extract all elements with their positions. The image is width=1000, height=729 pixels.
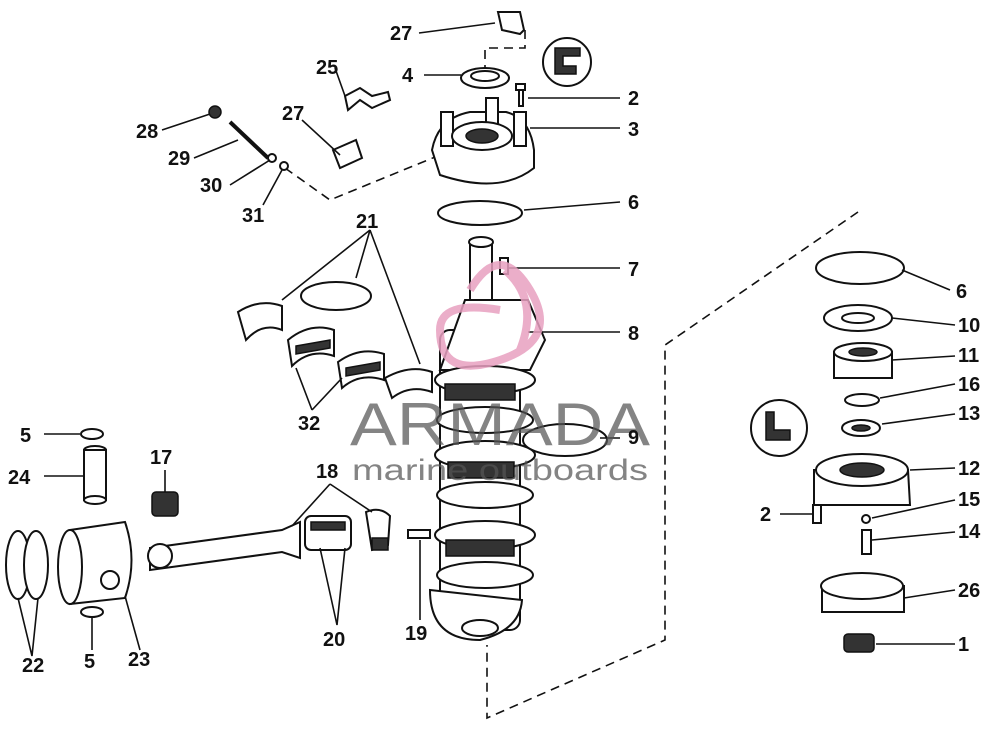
callout-26: 26 xyxy=(958,580,980,602)
washer-15 xyxy=(861,514,871,524)
piston-23 xyxy=(57,520,133,606)
callout-6-top: 6 xyxy=(628,192,639,214)
callout-14: 14 xyxy=(958,521,981,543)
screw-14 xyxy=(861,529,872,555)
callout-2-top: 2 xyxy=(628,88,639,110)
needle-bearing-32-right xyxy=(336,350,385,390)
callout-7: 7 xyxy=(628,259,639,281)
washer-31 xyxy=(279,161,289,171)
o-ring-9 xyxy=(522,423,608,457)
clip-25 xyxy=(343,86,392,112)
retaining-ring-5-bottom xyxy=(80,606,104,618)
callout-15: 15 xyxy=(958,489,980,511)
callout-29: 29 xyxy=(168,148,190,170)
screw-29 xyxy=(228,120,270,160)
callout-25: 25 xyxy=(316,57,338,79)
bracket-27 xyxy=(331,138,364,170)
callout-27: 27 xyxy=(282,103,304,125)
snap-ring-callout-icon xyxy=(542,37,592,87)
callout-2-right: 2 xyxy=(760,504,771,526)
callout-23: 23 xyxy=(128,649,150,671)
callout-28: 28 xyxy=(136,121,158,143)
watermark-tagline: marine outboards xyxy=(352,454,648,487)
clip-27-top xyxy=(496,11,526,36)
flywheel-hub-26 xyxy=(820,572,905,613)
bearing-11 xyxy=(833,342,893,379)
bearing-half-21-left xyxy=(236,302,283,343)
screw-19 xyxy=(407,529,431,539)
callout-18: 18 xyxy=(316,461,338,483)
callout-10: 10 xyxy=(958,315,980,337)
needle-bearing-17 xyxy=(151,491,179,517)
callout-labels: 27 4 25 2 27 3 28 29 30 31 6 21 7 6 10 8… xyxy=(8,23,981,677)
watermark: ARMADA marine outboards xyxy=(350,261,650,487)
callout-22: 22 xyxy=(22,655,44,677)
needle-bearing-32-left xyxy=(286,326,335,369)
seal-4 xyxy=(460,67,510,89)
seal-13 xyxy=(841,419,881,437)
connecting-rod-18 xyxy=(147,508,392,572)
callout-27-top: 27 xyxy=(390,23,412,45)
callout-9: 9 xyxy=(628,427,639,449)
grommet-28 xyxy=(208,105,222,119)
callout-31: 31 xyxy=(242,205,264,227)
callout-17: 17 xyxy=(150,447,172,469)
callout-32: 32 xyxy=(298,413,320,435)
callout-20: 20 xyxy=(323,629,345,651)
crankshaft-8 xyxy=(428,236,547,642)
callout-16: 16 xyxy=(958,374,980,396)
plate-10 xyxy=(823,304,893,332)
o-ring-6-top xyxy=(437,200,523,226)
leader-lines xyxy=(17,22,956,657)
callout-5-bottom: 5 xyxy=(84,651,95,673)
watermark-logo-icon xyxy=(435,261,544,370)
ring-16 xyxy=(844,393,880,407)
callout-5-top: 5 xyxy=(20,425,31,447)
upper-bearing-housing-3 xyxy=(430,97,535,185)
callout-6-right: 6 xyxy=(956,281,967,303)
o-ring-6-right xyxy=(815,251,905,285)
callout-24: 24 xyxy=(8,467,31,489)
callout-19: 19 xyxy=(405,623,427,645)
callout-13: 13 xyxy=(958,403,980,425)
piston-rings-22 xyxy=(5,530,49,600)
callout-21: 21 xyxy=(356,211,378,233)
callout-8: 8 xyxy=(628,323,639,345)
tool-callout-icon xyxy=(750,399,808,457)
callout-1: 1 xyxy=(958,634,969,656)
callout-3: 3 xyxy=(628,119,639,141)
bearing-half-21-right xyxy=(383,368,433,400)
watermark-brand: ARMADA xyxy=(350,391,650,458)
callout-30: 30 xyxy=(200,175,222,197)
screw-2-right xyxy=(812,504,822,524)
bolt-2-top xyxy=(515,83,526,107)
lower-bearing-housing-12 xyxy=(813,453,912,506)
callout-12: 12 xyxy=(958,458,980,480)
callout-11: 11 xyxy=(958,345,979,367)
retaining-ring-5-top xyxy=(80,428,104,440)
piston-pin-24 xyxy=(83,445,107,505)
assembly-dashed-lines xyxy=(284,30,859,720)
bearing-ring-21-center xyxy=(300,281,372,311)
callout-4: 4 xyxy=(402,65,414,87)
nut-1 xyxy=(843,633,875,653)
needle-bearing-20 xyxy=(304,515,352,551)
